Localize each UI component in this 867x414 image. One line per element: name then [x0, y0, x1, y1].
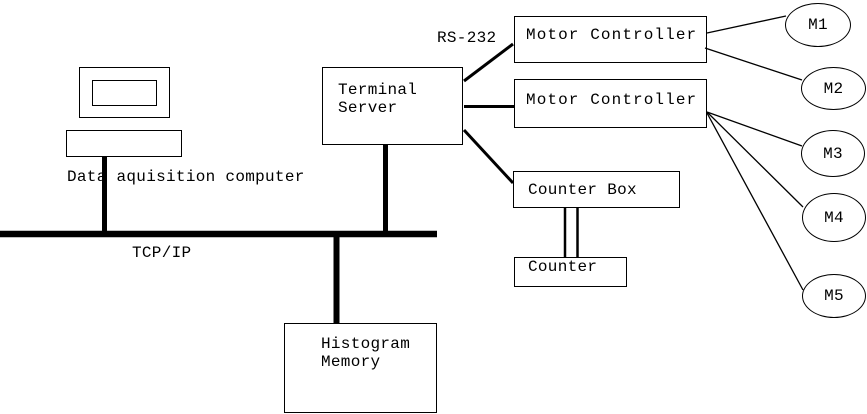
terminal-server-node — [322, 67, 463, 145]
histogram-memory-label: Histogram Memory — [321, 335, 411, 371]
motor-m3-label: M3 — [823, 144, 843, 163]
motor-m5-label: M5 — [824, 287, 844, 305]
counter-node — [514, 257, 627, 287]
motor-m4-label: M4 — [824, 208, 844, 227]
motor-controller-2-m3-line — [706, 111, 803, 147]
motor-m2-node: M2 — [801, 67, 866, 110]
motor-controller-2-label: Motor Controller — [526, 91, 698, 109]
motor-m4-node: M4 — [802, 193, 866, 242]
motor-controller-2-node — [514, 79, 707, 128]
motor-controller-1-m2-line — [704, 47, 803, 81]
data-acquisition-label: Data aquisition computer — [67, 168, 305, 186]
counter-label: Counter — [528, 258, 598, 276]
terminal-server-counter-box-line — [462, 128, 515, 185]
motor-m2-label: M2 — [823, 79, 844, 98]
computer-screen-icon — [92, 80, 157, 106]
motor-m1-label: M1 — [808, 16, 828, 34]
motor-m5-node: M5 — [802, 274, 866, 318]
histogram-memory-node — [284, 323, 437, 413]
motor-controller-2-m5-line — [706, 112, 804, 291]
rs232-label: RS-232 — [437, 29, 497, 47]
motor-controller-1-node — [514, 16, 707, 63]
motor-controller-1-m1-line — [706, 15, 787, 34]
motor-m1-node: M1 — [785, 3, 851, 47]
motor-m3-node: M3 — [801, 130, 865, 177]
counter-box-label: Counter Box — [528, 181, 637, 199]
counter-box-node — [513, 171, 680, 208]
motor-controller-2-m4-line — [706, 111, 804, 208]
tcpip-label: TCP/IP — [132, 244, 192, 262]
terminal-server-motor-controller-1-line — [463, 42, 514, 83]
terminal-server-label: Terminal Server — [338, 81, 418, 117]
computer-keyboard-icon — [66, 130, 182, 157]
motor-controller-1-label: Motor Controller — [526, 26, 698, 44]
